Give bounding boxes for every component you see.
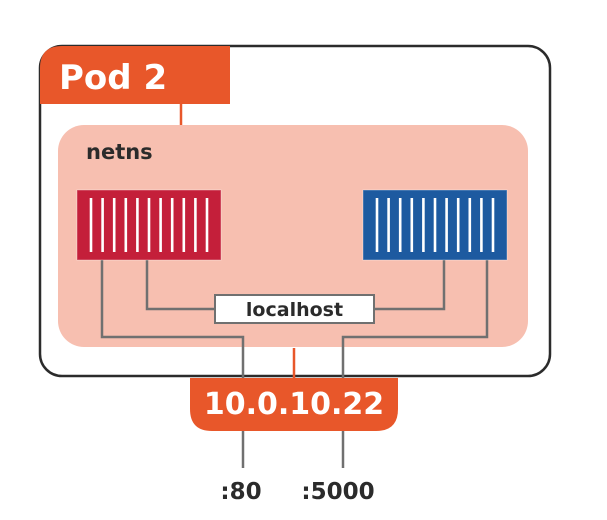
netns-label: netns	[86, 140, 153, 164]
localhost-label: localhost	[246, 299, 343, 321]
wire-blue-inner	[373, 258, 446, 311]
netns-region	[58, 125, 528, 347]
container-red-icon	[76, 189, 222, 261]
pod-title: Pod 2	[59, 58, 167, 98]
ip-address-box	[190, 378, 398, 431]
localhost-box	[214, 294, 375, 324]
wire-blue-outer	[341, 258, 489, 378]
port-5000-label: :5000	[301, 479, 374, 505]
ip-address: 10.0.10.22	[204, 387, 384, 422]
wire-red-inner	[145, 258, 216, 311]
wires	[100, 258, 489, 468]
container-blue-icon	[362, 189, 508, 261]
pod-title-tab	[40, 46, 230, 104]
wire-red-outer	[100, 258, 245, 378]
port-80-label: :80	[220, 479, 261, 505]
